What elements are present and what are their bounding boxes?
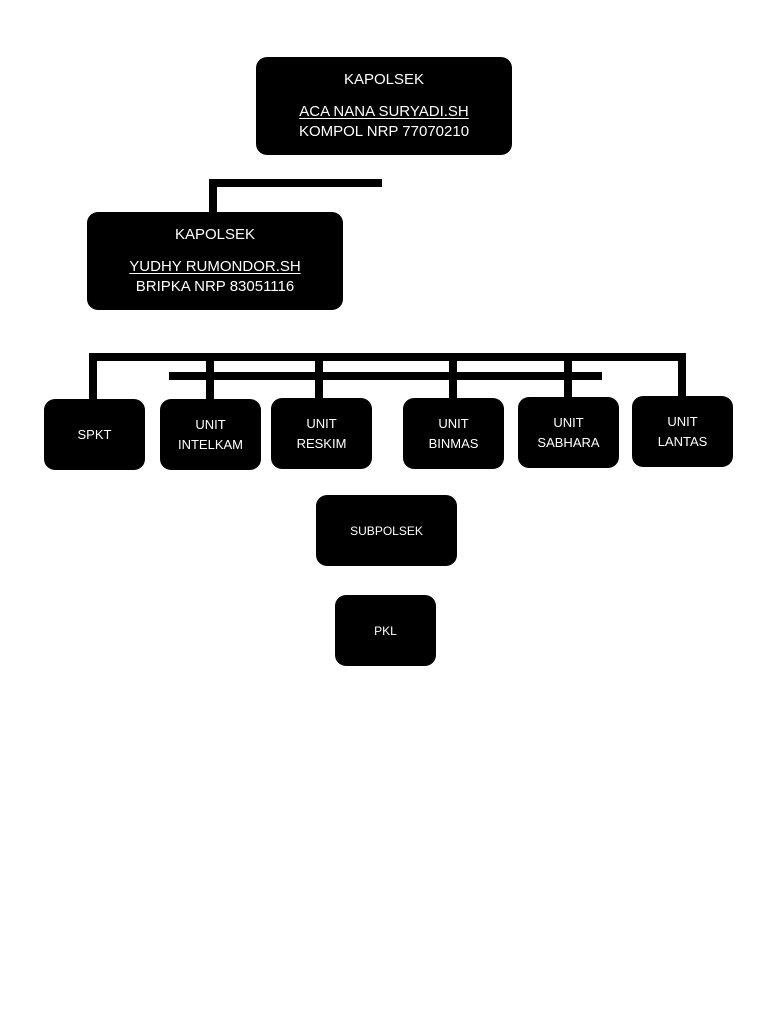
- unit-intelkam-line1: UNIT: [195, 416, 226, 432]
- kapolsek-top-title: KAPOLSEK: [343, 71, 425, 88]
- unit-spkt-label: SPKT: [77, 426, 112, 442]
- connector-inner-horizontal: [169, 372, 602, 380]
- unit-lantas-line2: LANTAS: [657, 433, 708, 449]
- connector-reskim-vertical: [315, 357, 323, 401]
- kapolsek-top-rank: KOMPOL NRP 77070210: [298, 123, 470, 140]
- unit-binmas-line2: BINMAS: [428, 435, 479, 451]
- connector-spkt-vertical: [89, 353, 97, 401]
- unit-sabhara-line2: SABHARA: [537, 434, 600, 450]
- unit-binmas-line1: UNIT: [438, 415, 469, 431]
- kapolsek-second-box: KAPOLSEK YUDHY RUMONDOR.SH BRIPKA NRP 83…: [87, 212, 343, 310]
- kapolsek-second-rank: BRIPKA NRP 83051116: [135, 278, 295, 295]
- unit-reskim-line1: UNIT: [306, 415, 337, 431]
- connector-outer-horizontal: [89, 353, 686, 361]
- subpolsek-box: SUBPOLSEK: [316, 495, 457, 566]
- connector-top-vertical: [209, 179, 217, 215]
- unit-reskim-line2: RESKIM: [296, 435, 347, 451]
- unit-intelkam-line2: INTELKAM: [177, 436, 243, 452]
- kapolsek-second-title: KAPOLSEK: [174, 226, 256, 243]
- pkl-box: PKL: [335, 595, 436, 666]
- pkl-label: PKL: [374, 623, 397, 638]
- connector-binmas-vertical: [449, 357, 457, 402]
- connector-sabhara-vertical: [564, 357, 572, 400]
- unit-box-intelkam: UNIT INTELKAM: [160, 399, 261, 470]
- unit-box-lantas: UNIT LANTAS: [632, 396, 733, 467]
- unit-box-reskim: UNIT RESKIM: [271, 398, 372, 469]
- connector-intelkam-vertical: [206, 357, 214, 402]
- connector-lantas-vertical: [678, 353, 686, 399]
- unit-box-sabhara: UNIT SABHARA: [518, 397, 619, 468]
- unit-box-binmas: UNIT BINMAS: [403, 398, 504, 469]
- kapolsek-top-box: KAPOLSEK ACA NANA SURYADI.SH KOMPOL NRP …: [256, 57, 512, 155]
- subpolsek-label: SUBPOLSEK: [350, 523, 423, 538]
- kapolsek-second-name: YUDHY RUMONDOR.SH: [129, 258, 301, 275]
- unit-box-spkt: SPKT: [44, 399, 145, 470]
- connector-top-horizontal: [209, 179, 382, 187]
- unit-sabhara-line1: UNIT: [553, 414, 584, 430]
- unit-lantas-line1: UNIT: [667, 413, 698, 429]
- kapolsek-top-name: ACA NANA SURYADI.SH: [299, 103, 469, 120]
